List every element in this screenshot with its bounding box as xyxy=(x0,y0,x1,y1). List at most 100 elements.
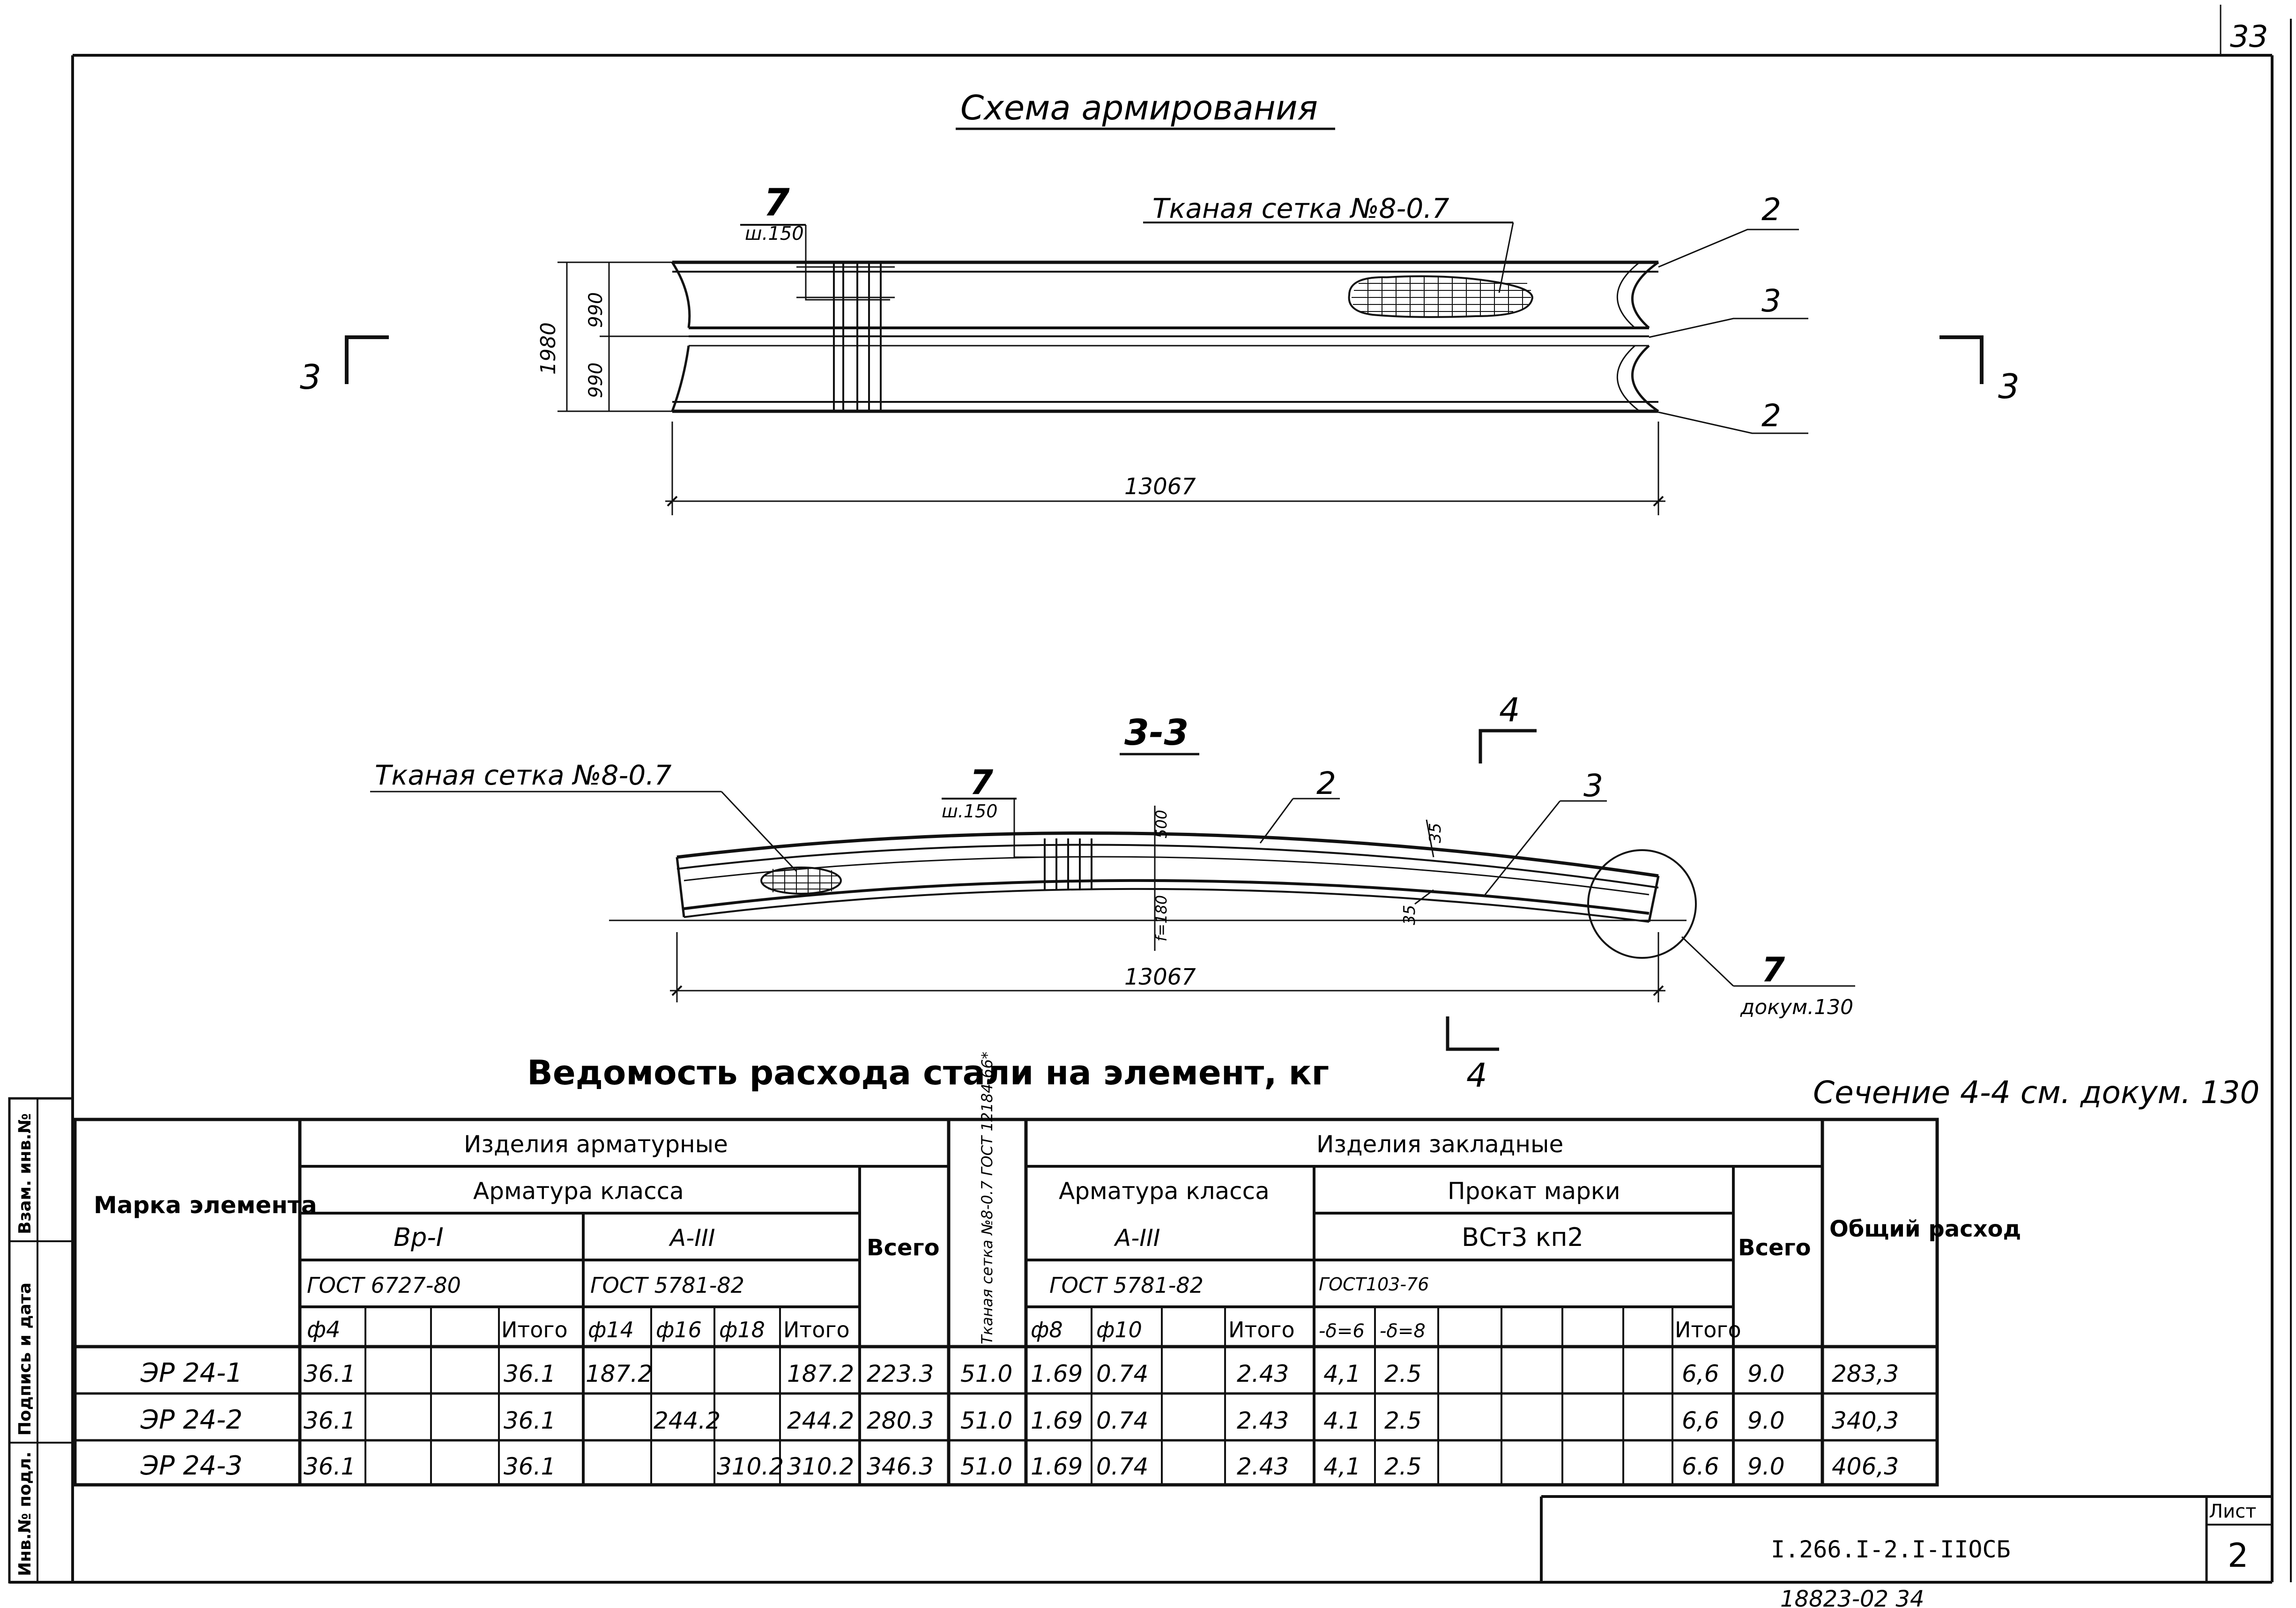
cell-d18: 310.2 xyxy=(717,1453,784,1480)
th-gost-a3: ГОСТ 5781-82 xyxy=(590,1273,744,1298)
th-itogo-3: Итого xyxy=(1228,1317,1295,1342)
margin-stamp xyxy=(8,1097,74,1584)
th-d16: ф16 xyxy=(656,1317,702,1342)
cell-d10: 0.74 xyxy=(1096,1360,1148,1387)
section-mark-7: 7 xyxy=(970,763,993,802)
section-3-markers xyxy=(345,335,1984,384)
cell-itogo1: 36.1 xyxy=(504,1453,556,1480)
top-view-plan xyxy=(671,260,1659,413)
th-vsego-2: Всего xyxy=(1738,1235,1811,1261)
cell-t8: 2.5 xyxy=(1384,1453,1422,1480)
cell-itogo4: 6,6 xyxy=(1682,1407,1719,1434)
section-mark-3: 3 xyxy=(1583,768,1603,804)
cell-t6: 4,1 xyxy=(1323,1453,1361,1480)
cell-mark: ЭР 24-1 xyxy=(140,1358,243,1388)
top-view-dimensions xyxy=(557,261,1665,515)
cell-itogo1: 36.1 xyxy=(504,1407,556,1434)
section-3-left-number: 3 xyxy=(300,357,321,397)
cell-itogo3: 2.43 xyxy=(1237,1453,1289,1480)
cell-itogo1: 36.1 xyxy=(504,1360,556,1387)
margin-label-sign-date: Подпись и дата xyxy=(15,1282,35,1436)
section-mesh-patch xyxy=(760,867,842,895)
title-block-list-label: Лист xyxy=(2209,1501,2256,1522)
cell-setka: 51.0 xyxy=(960,1407,1012,1434)
cell-t6: 4,1 xyxy=(1323,1360,1361,1387)
cell-total: 340,3 xyxy=(1832,1407,1899,1434)
th-setka: Тканая сетка №8-0.7 ГОСТ 12184-66* xyxy=(978,1052,996,1344)
cell-setka: 51.0 xyxy=(960,1453,1012,1480)
th-d8: ф8 xyxy=(1031,1317,1063,1342)
th-izd-arm: Изделия арматурные xyxy=(464,1131,728,1158)
title-block-list-number: 2 xyxy=(2228,1536,2249,1575)
cell-d10: 0.74 xyxy=(1096,1407,1148,1434)
section-4-bottom-number: 4 xyxy=(1466,1056,1487,1095)
top-mesh-callout: Тканая сетка №8-0.7 xyxy=(1152,193,1449,224)
title-block-bottom-number: 18823-02 34 xyxy=(1780,1586,1924,1608)
cell-vsego1: 346.3 xyxy=(867,1453,934,1480)
section-length-dimension xyxy=(670,932,1665,1002)
th-gost-prokat: ГОСТ103-76 xyxy=(1319,1274,1429,1295)
th-izd-zakl: Изделия закладные xyxy=(1316,1131,1563,1158)
detail-circle xyxy=(1587,849,1697,959)
th-prokat: Прокат марки xyxy=(1448,1178,1620,1205)
cell-setka: 51.0 xyxy=(960,1360,1012,1387)
cell-vsego2: 9.0 xyxy=(1747,1453,1785,1480)
table-row: ЭР 24-3 36.1 36.1 310.2 310.2 346.3 51.0… xyxy=(140,1451,1899,1481)
top-mesh-patch xyxy=(1348,275,1533,318)
sheet-corner-number: 33 xyxy=(2230,20,2268,54)
cell-itogo3: 2.43 xyxy=(1237,1407,1289,1434)
cell-d4: 36.1 xyxy=(304,1360,356,1387)
section-dim-35-upper: 35 xyxy=(1426,823,1445,843)
top-mark-2-lower: 2 xyxy=(1761,398,1781,434)
sheet-frame xyxy=(9,5,2292,1584)
title-block xyxy=(1540,1495,2272,1582)
cell-itogo4: 6.6 xyxy=(1682,1453,1719,1480)
section-4-note: Сечение 4-4 см. докум. 130 xyxy=(1813,1074,2259,1111)
section-view-curve xyxy=(609,806,1697,959)
top-dim-height-total: 1980 xyxy=(536,322,560,375)
margin-label-vzam: Взам. инв.№ xyxy=(15,1113,35,1234)
th-t8: -δ=8 xyxy=(1380,1320,1426,1342)
th-arm-class-2: Арматура класса xyxy=(1059,1178,1270,1205)
section-3-right-number: 3 xyxy=(1998,367,2020,406)
th-vsego-1: Всего xyxy=(867,1235,940,1261)
th-vr1: Вр-I xyxy=(394,1223,444,1252)
table-title: Ведомость расхода стали на элемент, кг xyxy=(527,1053,1329,1092)
th-d10: ф10 xyxy=(1096,1317,1142,1342)
cell-total: 406,3 xyxy=(1832,1453,1899,1480)
cell-mark: ЭР 24-3 xyxy=(140,1451,243,1481)
cell-itogo2: 310.2 xyxy=(787,1453,854,1480)
steel-table-grid xyxy=(73,1118,1939,1487)
title-block-code: I.266.I-2.I-IIОСБ xyxy=(1771,1536,2011,1563)
top-dim-height-top: 990 xyxy=(585,292,607,328)
section-dim-500: 500 xyxy=(1152,810,1170,838)
cell-itogo2: 187.2 xyxy=(787,1360,854,1387)
cell-d4: 36.1 xyxy=(304,1407,356,1434)
cell-vsego1: 280.3 xyxy=(867,1407,934,1434)
th-a3-2: А-III xyxy=(1114,1224,1160,1252)
th-vst: ВСт3 кп2 xyxy=(1462,1223,1583,1252)
cell-vsego2: 9.0 xyxy=(1747,1407,1785,1434)
cell-itogo3: 2.43 xyxy=(1237,1360,1289,1387)
section-mark-7-note: ш.150 xyxy=(942,801,997,822)
section-view-leaders xyxy=(370,791,1855,987)
th-a3: А-III xyxy=(669,1224,715,1252)
th-t6: -δ=6 xyxy=(1319,1320,1365,1342)
th-marka: Марка элемента xyxy=(94,1192,317,1219)
cell-d8: 1.69 xyxy=(1031,1453,1083,1480)
cell-d10: 0.74 xyxy=(1096,1453,1148,1480)
section-mesh-callout: Тканая сетка №8-0.7 xyxy=(375,759,672,791)
cell-d14: 187.2 xyxy=(586,1360,653,1387)
cell-t8: 2.5 xyxy=(1384,1360,1422,1387)
top-mark-7: 7 xyxy=(764,181,790,224)
th-d14: ф14 xyxy=(588,1317,634,1342)
cell-t8: 2.5 xyxy=(1384,1407,1422,1434)
cell-vsego2: 9.0 xyxy=(1747,1360,1785,1387)
margin-label-inv: Инв.№ подл. xyxy=(15,1452,35,1576)
cell-itogo4: 6,6 xyxy=(1682,1360,1719,1387)
table-row: ЭР 24-2 36.1 36.1 244.2 244.2 280.3 51.0… xyxy=(140,1405,1899,1435)
section-mark-2: 2 xyxy=(1316,765,1336,801)
top-dim-length: 13067 xyxy=(1124,474,1196,500)
